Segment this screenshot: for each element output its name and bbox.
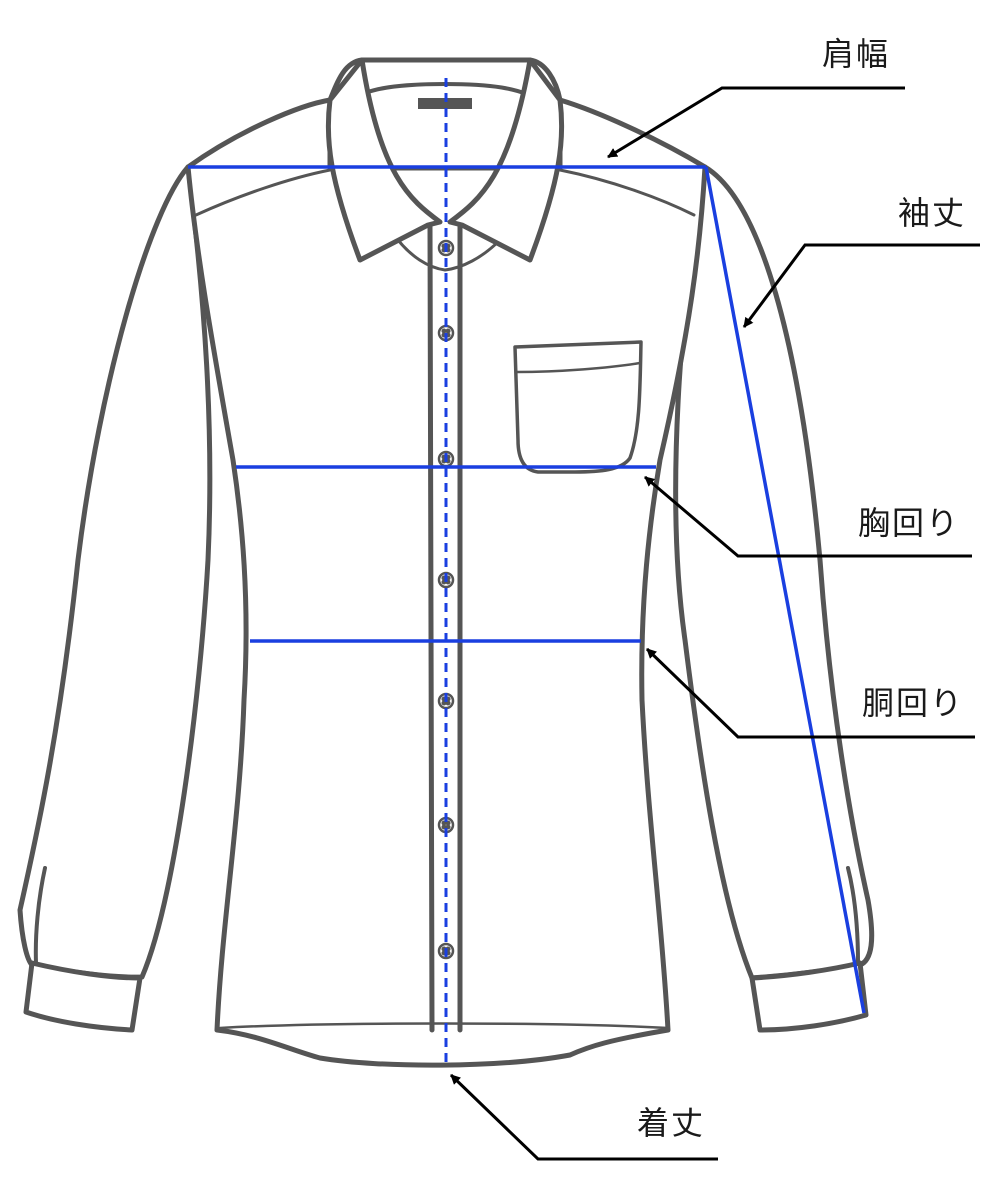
- total-length-leader: [449, 1073, 718, 1161]
- chest-label: 胸回り: [858, 504, 961, 542]
- chest-pocket: [513, 340, 643, 474]
- sleeve-length-label: 袖丈: [898, 194, 967, 232]
- right-collar-flap: [447, 57, 565, 263]
- left-cuff: [23, 960, 143, 1033]
- left-collar-flap: [325, 57, 443, 263]
- right-cuff-placket: [846, 866, 860, 965]
- sleeve-length-leader: [742, 243, 980, 328]
- leader-lines: [449, 86, 980, 1161]
- chest-pocket-flap-line: [514, 361, 642, 374]
- measurement-lines: [188, 78, 866, 1067]
- shoulder-width-leader: [607, 86, 905, 159]
- neck-opening: [390, 230, 502, 272]
- waist-label: 胴回り: [862, 684, 965, 722]
- shoulder-width-label: 肩幅: [822, 35, 891, 73]
- sleeve-length-line: [704, 166, 866, 1014]
- left-sleeve: [17, 164, 213, 980]
- total-length-label: 着丈: [637, 1104, 706, 1142]
- neck-label: [418, 98, 472, 109]
- yoke-seam: [194, 168, 696, 217]
- left-cuff-placket: [33, 866, 47, 965]
- hem-line: [218, 1022, 670, 1030]
- right-cuff: [749, 960, 869, 1033]
- chest-leader: [644, 475, 972, 558]
- button-placket: [427, 222, 463, 1033]
- waist-leader: [645, 647, 975, 739]
